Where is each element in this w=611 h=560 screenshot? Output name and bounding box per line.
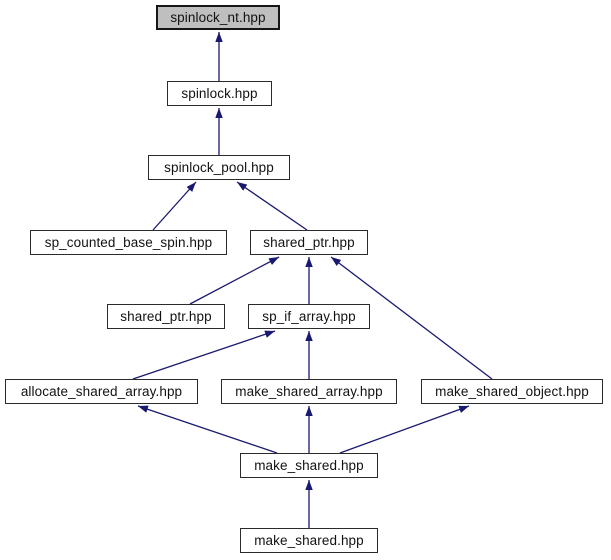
- edge-sp-counted-base-spin-to-spinlock-pool: [152, 181, 197, 231]
- graph-node-make-shared-object-hpp[interactable]: make_shared_object.hpp: [421, 379, 603, 404]
- graph-node-make-shared-array-hpp[interactable]: make_shared_array.hpp: [221, 379, 397, 404]
- graph-node-allocate-shared-array-hpp[interactable]: allocate_shared_array.hpp: [5, 379, 198, 404]
- edge-shared-ptr-to-spinlock-pool: [236, 181, 308, 231]
- graph-node-spinlock-hpp[interactable]: spinlock.hpp: [167, 81, 272, 106]
- edge-make-shared-to-make-shared-object: [339, 405, 470, 454]
- edge-make-shared-to-allocate-shared-array: [137, 405, 278, 454]
- graph-node-make-shared-hpp-2[interactable]: make_shared.hpp: [240, 528, 378, 553]
- edge-make-shared-object-to-shared-ptr: [330, 256, 493, 380]
- graph-node-spinlock-pool-hpp[interactable]: spinlock_pool.hpp: [148, 155, 290, 180]
- graph-node-sp-if-array-hpp[interactable]: sp_if_array.hpp: [248, 304, 370, 329]
- edge-allocate-shared-array-to-sp-if-array: [132, 330, 276, 380]
- graph-node-make-shared-hpp[interactable]: make_shared.hpp: [240, 453, 378, 478]
- graph-node-spinlock-nt-hpp: spinlock_nt.hpp: [156, 5, 280, 30]
- graph-node-shared-ptr-hpp-2[interactable]: shared_ptr.hpp: [107, 304, 225, 329]
- graph-node-shared-ptr-hpp[interactable]: shared_ptr.hpp: [250, 230, 368, 255]
- edge-shared-ptr2-to-shared-ptr: [189, 256, 280, 305]
- graph-node-sp-counted-base-spin-hpp[interactable]: sp_counted_base_spin.hpp: [30, 230, 227, 255]
